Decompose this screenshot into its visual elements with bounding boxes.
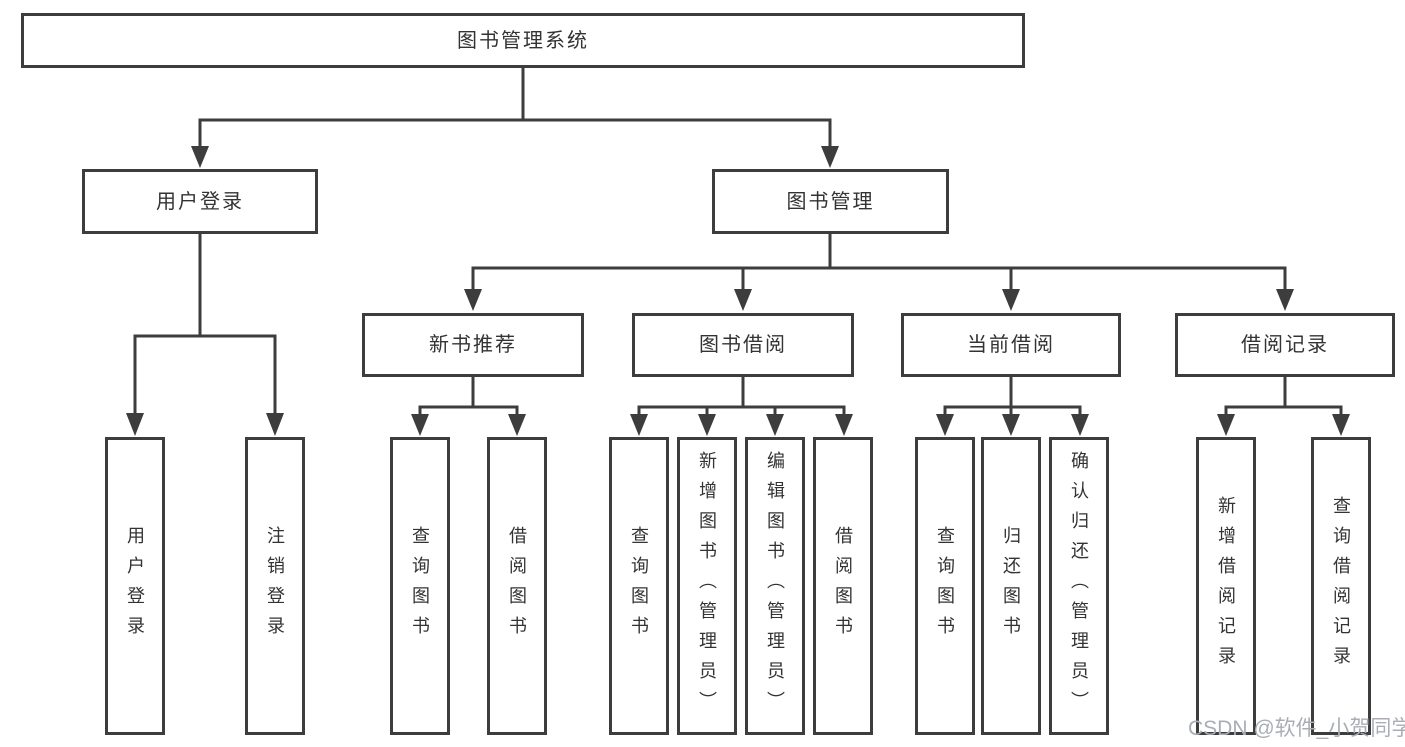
leaf-records-query-record: 查询借阅记录 bbox=[1311, 437, 1371, 735]
leaf-current-return-books: 归还图书 bbox=[981, 437, 1041, 735]
node-user-login: 用户登录 bbox=[82, 169, 318, 234]
leaf-borrowing-edit-books-admin: 编辑图书（管理员） bbox=[745, 437, 805, 735]
node-label: 用户登录 bbox=[125, 526, 145, 646]
connector-book-management-to-level3 bbox=[471, 234, 1287, 290]
connector-user-login-branch bbox=[133, 234, 277, 414]
node-current-borrowing: 当前借阅 bbox=[901, 313, 1121, 377]
node-label: 注销登录 bbox=[265, 526, 285, 646]
node-label: 借阅图书 bbox=[833, 526, 853, 646]
node-label: 编辑图书（管理员） bbox=[765, 451, 785, 721]
arrowheads-level2 bbox=[191, 146, 839, 168]
leaf-borrowing-query-books: 查询图书 bbox=[609, 437, 669, 735]
node-label: 新增借阅记录 bbox=[1216, 496, 1236, 676]
node-label: 查询图书 bbox=[935, 526, 955, 646]
connector-new-book-recommend bbox=[418, 377, 519, 415]
node-borrowing-records: 借阅记录 bbox=[1175, 313, 1395, 377]
leaf-current-confirm-return-admin: 确认归还（管理员） bbox=[1049, 437, 1109, 735]
node-label: 归还图书 bbox=[1001, 526, 1021, 646]
leaf-records-add-record: 新增借阅记录 bbox=[1196, 437, 1256, 735]
node-new-book-recommend: 新书推荐 bbox=[362, 313, 584, 377]
connector-current-borrowing bbox=[943, 377, 1082, 415]
leaf-newbook-borrow-books: 借阅图书 bbox=[487, 437, 547, 735]
node-label: 新增图书（管理员） bbox=[697, 451, 717, 721]
node-label: 查询图书 bbox=[629, 526, 649, 646]
arrowheads-book-borrowing bbox=[630, 414, 853, 436]
leaf-borrowing-borrow-books: 借阅图书 bbox=[813, 437, 873, 735]
connector-book-borrowing bbox=[637, 377, 846, 415]
node-book-management: 图书管理 bbox=[712, 169, 949, 234]
node-label: 新书推荐 bbox=[429, 334, 517, 356]
node-label: 用户登录 bbox=[156, 190, 244, 213]
arrowheads-user-login-leaves bbox=[126, 413, 284, 436]
leaf-borrowing-add-books-admin: 新增图书（管理员） bbox=[677, 437, 737, 735]
node-label: 借阅记录 bbox=[1241, 334, 1329, 356]
leaf-user-login-action: 用户登录 bbox=[105, 437, 165, 735]
node-label: 图书管理系统 bbox=[457, 29, 589, 52]
node-label: 查询借阅记录 bbox=[1331, 496, 1351, 676]
arrowheads-level3 bbox=[464, 289, 1294, 311]
node-label: 确认归还（管理员） bbox=[1069, 451, 1089, 721]
node-label: 图书管理 bbox=[786, 190, 875, 213]
leaf-newbook-query-books: 查询图书 bbox=[390, 437, 450, 735]
node-label: 图书借阅 bbox=[699, 334, 787, 356]
node-label: 当前借阅 bbox=[967, 334, 1055, 356]
connector-root-to-level2 bbox=[198, 68, 832, 147]
arrowheads-borrowing-records bbox=[1217, 414, 1350, 436]
connector-borrowing-records bbox=[1224, 377, 1343, 415]
node-root-system: 图书管理系统 bbox=[21, 13, 1025, 68]
node-label: 借阅图书 bbox=[507, 526, 527, 646]
node-book-borrowing: 图书借阅 bbox=[632, 313, 854, 377]
leaf-current-query-books: 查询图书 bbox=[915, 437, 975, 735]
leaf-logout-action: 注销登录 bbox=[245, 437, 305, 735]
arrowheads-new-book-recommend bbox=[411, 414, 526, 436]
arrowheads-current-borrowing bbox=[936, 414, 1089, 436]
node-label: 查询图书 bbox=[410, 526, 430, 646]
csdn-watermark: CSDN @软件_小贺同学 bbox=[1188, 717, 1405, 740]
